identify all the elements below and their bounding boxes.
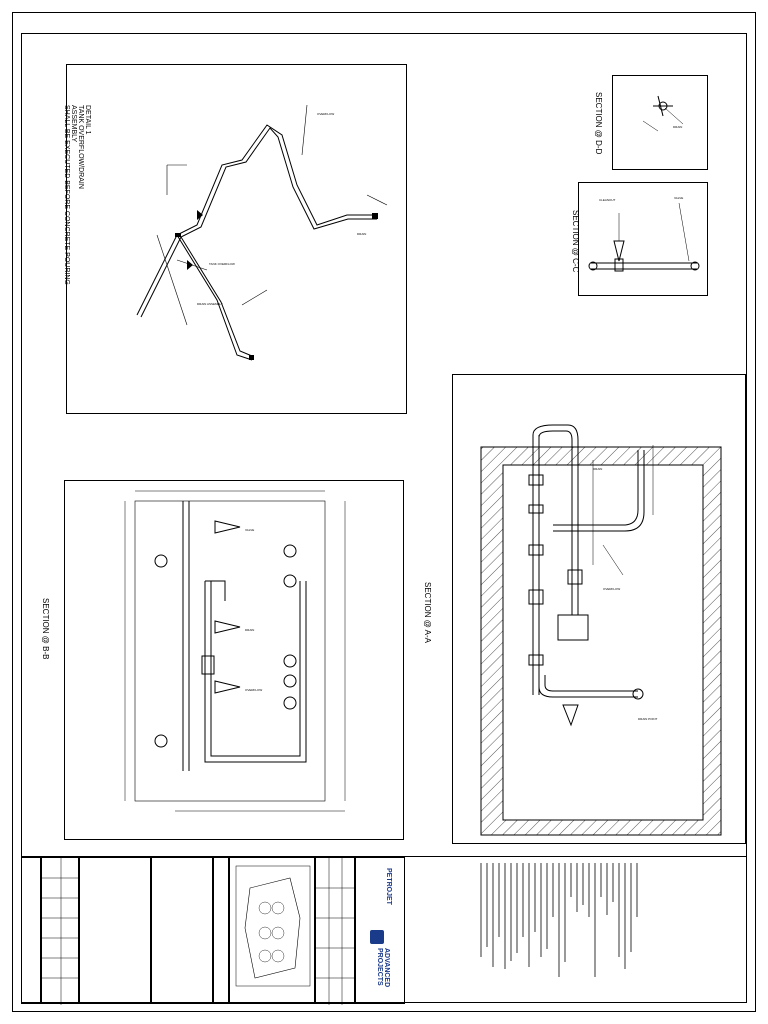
drawing-border: [21, 33, 747, 1003]
section-aa-drawing: DRAIN OVERFLOW DRAIN POINT: [480, 424, 722, 836]
key-plan-drawing: [235, 865, 311, 987]
revision-table: [21, 857, 41, 1004]
client-logo-text: PETROJET: [385, 868, 392, 905]
svg-text:DRAIN: DRAIN: [673, 125, 682, 129]
logos-panel: PETROJET ADVANCED PROJECTS: [355, 857, 405, 1004]
svg-text:OVERFLOW: OVERFLOW: [317, 112, 334, 116]
project-title: [151, 857, 213, 1004]
svg-text:TANK OVERFLOW: TANK OVERFLOW: [209, 262, 235, 266]
general-notes: [461, 857, 741, 1004]
svg-text:DRAIN POINT: DRAIN POINT: [638, 717, 658, 721]
section-aa-label: SECTION @ A-A: [423, 582, 432, 644]
consultant-name-2: PROJECTS: [376, 948, 383, 986]
section-aa-frame: DRAIN OVERFLOW DRAIN POINT: [452, 374, 746, 844]
consultant-name-1: ADVANCED: [383, 948, 390, 988]
section-cc-label: SECTION @ C-C: [571, 210, 580, 273]
detail-1-title: DETAIL 1: [84, 105, 91, 135]
svg-text:CLEANOUT: CLEANOUT: [599, 198, 616, 202]
project-info: [79, 857, 151, 1004]
section-bb-drawing: VALVE DRAIN OVERFLOW: [124, 490, 346, 812]
section-dd-drawing: DRAIN: [642, 95, 684, 132]
revision-details: [41, 857, 80, 1005]
svg-text:DRAIN: DRAIN: [245, 628, 254, 632]
svg-text:OVERFLOW: OVERFLOW: [603, 587, 620, 591]
svg-text:DRAIN: DRAIN: [357, 232, 366, 236]
section-dd-frame: DRAIN: [612, 75, 708, 170]
section-cc-drawing: CLEANOUT VALVE: [588, 196, 700, 272]
consultant-logo-icon: [370, 930, 384, 944]
svg-text:VALVE: VALVE: [674, 196, 683, 200]
drawing-sheet: [12, 12, 756, 1012]
owner-info: [213, 857, 229, 1004]
title-block: PETROJET ADVANCED PROJECTS: [21, 856, 747, 1005]
detail-1-frame: TANK OVERFLOW DRAIN ASSEMBLY OVERFLOW DR…: [63, 64, 407, 414]
section-cc-frame: CLEANOUT VALVE: [578, 182, 708, 296]
detail-1-assembly: ASSEMBLY: [70, 105, 77, 143]
detail-1-subtitle: TANK OVERFLOW/DRAIN: [77, 105, 84, 189]
detail-1-note: SHALL BE EXECUTED BEFORE CONCRETE POURIN…: [63, 105, 70, 285]
key-plan: [229, 857, 315, 1004]
section-bb-frame: VALVE DRAIN OVERFLOW: [64, 480, 404, 840]
section-bb-label: SECTION @ B-B: [41, 598, 50, 660]
section-dd-label: SECTION @ D-D: [594, 92, 603, 155]
notes-text-block: [480, 863, 638, 977]
svg-text:VALVE: VALVE: [245, 528, 254, 532]
svg-text:OVERFLOW: OVERFLOW: [245, 688, 262, 692]
detail-1-piping-drawing: TANK OVERFLOW DRAIN ASSEMBLY OVERFLOW DR…: [136, 104, 388, 361]
approval-grid: [315, 857, 356, 1005]
svg-text:DRAIN: DRAIN: [593, 467, 602, 471]
svg-text:DRAIN ASSEMBLY: DRAIN ASSEMBLY: [197, 302, 223, 306]
